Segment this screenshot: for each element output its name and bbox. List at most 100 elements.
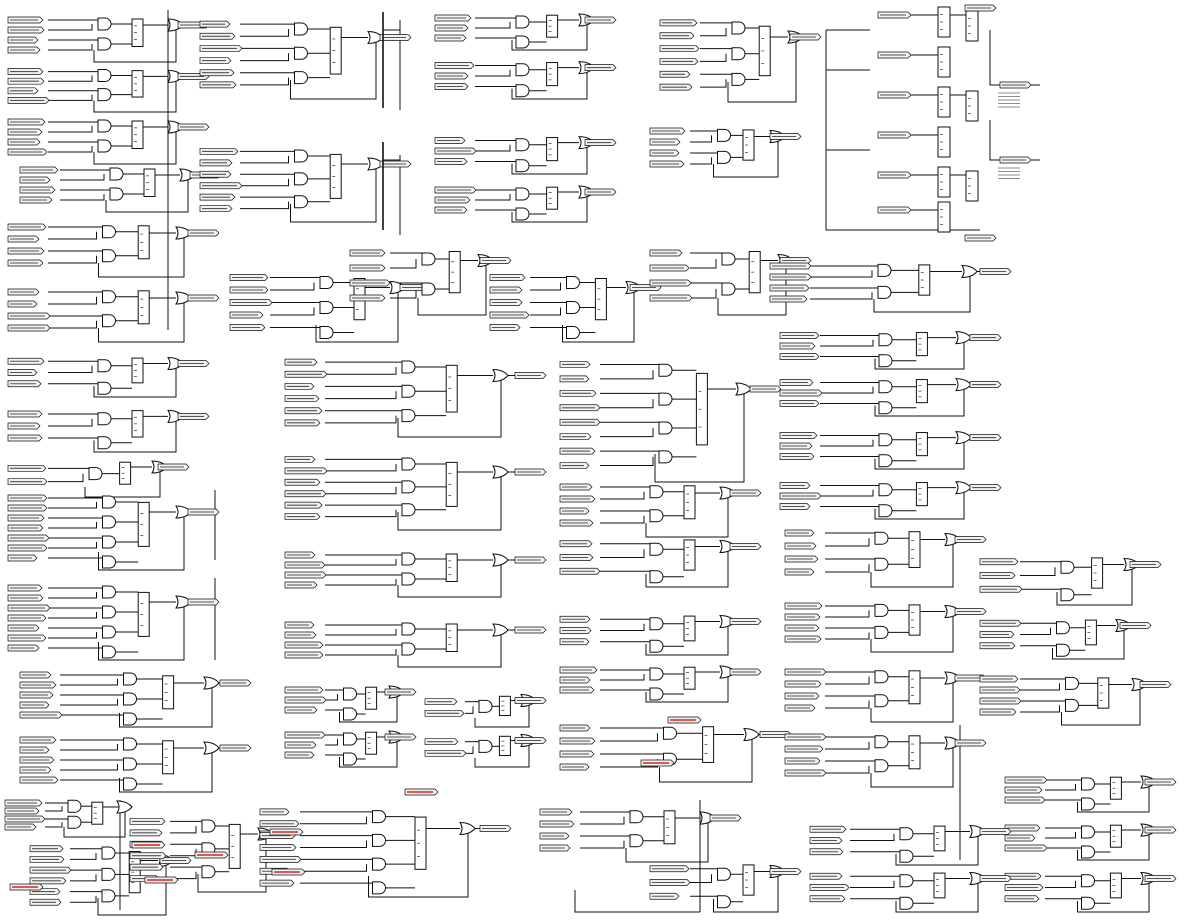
or-gate bbox=[955, 481, 972, 495]
and-gate-body bbox=[401, 457, 416, 471]
and-gate-body bbox=[878, 483, 893, 497]
and-gate bbox=[102, 535, 116, 549]
wire bbox=[390, 289, 417, 299]
wire bbox=[397, 472, 502, 531]
logic-block bbox=[742, 129, 755, 161]
and-gate bbox=[515, 159, 530, 173]
wire bbox=[1020, 683, 1060, 691]
logic-block bbox=[594, 278, 607, 321]
and-gate bbox=[515, 187, 530, 201]
wire bbox=[474, 740, 530, 768]
and-gate bbox=[421, 252, 436, 266]
wire bbox=[300, 816, 367, 825]
wire bbox=[240, 178, 289, 187]
and-gate-body bbox=[874, 735, 889, 749]
and-gate-body bbox=[102, 290, 116, 304]
and-gate bbox=[658, 392, 673, 406]
and-gate-body bbox=[1065, 698, 1079, 712]
and-gate bbox=[899, 827, 914, 841]
and-gate-body bbox=[566, 276, 580, 289]
wire bbox=[1020, 567, 1056, 576]
and-gate-body bbox=[102, 495, 116, 509]
wire bbox=[727, 37, 797, 103]
wire bbox=[93, 363, 177, 398]
and-gate-body bbox=[67, 799, 82, 813]
wire bbox=[825, 741, 870, 750]
wire bbox=[700, 53, 727, 62]
wire bbox=[70, 895, 97, 903]
and-gate-body bbox=[731, 72, 746, 86]
and-gate bbox=[717, 895, 731, 909]
and-gate-body bbox=[97, 359, 112, 373]
and-gate bbox=[515, 63, 530, 77]
and-gate bbox=[123, 712, 137, 726]
or-gate-body bbox=[367, 157, 384, 171]
and-gate bbox=[1081, 874, 1095, 888]
logic-block bbox=[445, 461, 458, 507]
or-gate bbox=[203, 741, 220, 755]
logic-block bbox=[445, 623, 458, 652]
and-gate bbox=[1056, 643, 1070, 657]
wire bbox=[45, 806, 63, 812]
and-gate-body bbox=[319, 326, 334, 339]
and-gate bbox=[731, 21, 746, 35]
and-gate bbox=[401, 360, 416, 374]
wire bbox=[600, 491, 645, 500]
and-gate-body bbox=[294, 71, 308, 85]
and-gate bbox=[123, 672, 137, 686]
wire bbox=[870, 743, 954, 788]
wire bbox=[475, 22, 511, 29]
or-gate-body bbox=[955, 378, 972, 392]
wire bbox=[600, 456, 654, 467]
wire bbox=[810, 270, 873, 278]
and-gate-body bbox=[1056, 643, 1070, 657]
and-gate bbox=[97, 88, 112, 102]
and-gate-body bbox=[201, 819, 216, 833]
and-gate-body bbox=[101, 889, 116, 903]
or-gate-body bbox=[459, 821, 476, 836]
and-gate bbox=[1060, 588, 1075, 602]
wire bbox=[625, 818, 709, 863]
and-gate bbox=[401, 552, 416, 566]
wire bbox=[825, 564, 870, 573]
wire bbox=[48, 255, 97, 264]
wire bbox=[93, 76, 177, 113]
wire bbox=[530, 282, 561, 291]
logic-block bbox=[915, 432, 928, 457]
wire bbox=[820, 386, 874, 394]
wire bbox=[325, 367, 397, 375]
and-gate-body bbox=[101, 846, 116, 860]
logic-block bbox=[937, 6, 951, 38]
and-gate-body bbox=[97, 436, 112, 450]
and-gate-body bbox=[97, 17, 112, 31]
logic-block bbox=[119, 461, 132, 485]
and-gate-body bbox=[721, 282, 736, 296]
wire bbox=[562, 287, 635, 343]
and-gate-body bbox=[102, 515, 116, 529]
or-gate bbox=[492, 553, 509, 567]
wire bbox=[895, 878, 979, 913]
and-gate-body bbox=[97, 68, 112, 82]
and-gate bbox=[102, 314, 116, 328]
logic-block bbox=[748, 251, 761, 294]
and-gate bbox=[731, 72, 746, 86]
wire bbox=[645, 621, 729, 656]
wire bbox=[339, 737, 398, 768]
wire bbox=[48, 592, 97, 599]
and-gate bbox=[88, 467, 103, 481]
or-gate bbox=[175, 595, 192, 609]
and-gate bbox=[343, 732, 357, 746]
and-gate bbox=[874, 735, 889, 749]
and-gate bbox=[67, 815, 82, 829]
and-gate bbox=[294, 71, 308, 85]
and-gate-body bbox=[877, 285, 892, 299]
and-gate-body bbox=[401, 409, 416, 423]
and-gate bbox=[649, 570, 664, 584]
or-gate-body bbox=[367, 30, 384, 45]
wire bbox=[825, 632, 870, 640]
logic-block bbox=[143, 168, 156, 197]
and-gate bbox=[343, 707, 357, 721]
or-gate-body bbox=[203, 676, 220, 690]
wire bbox=[474, 700, 530, 728]
logic-block bbox=[546, 62, 559, 87]
